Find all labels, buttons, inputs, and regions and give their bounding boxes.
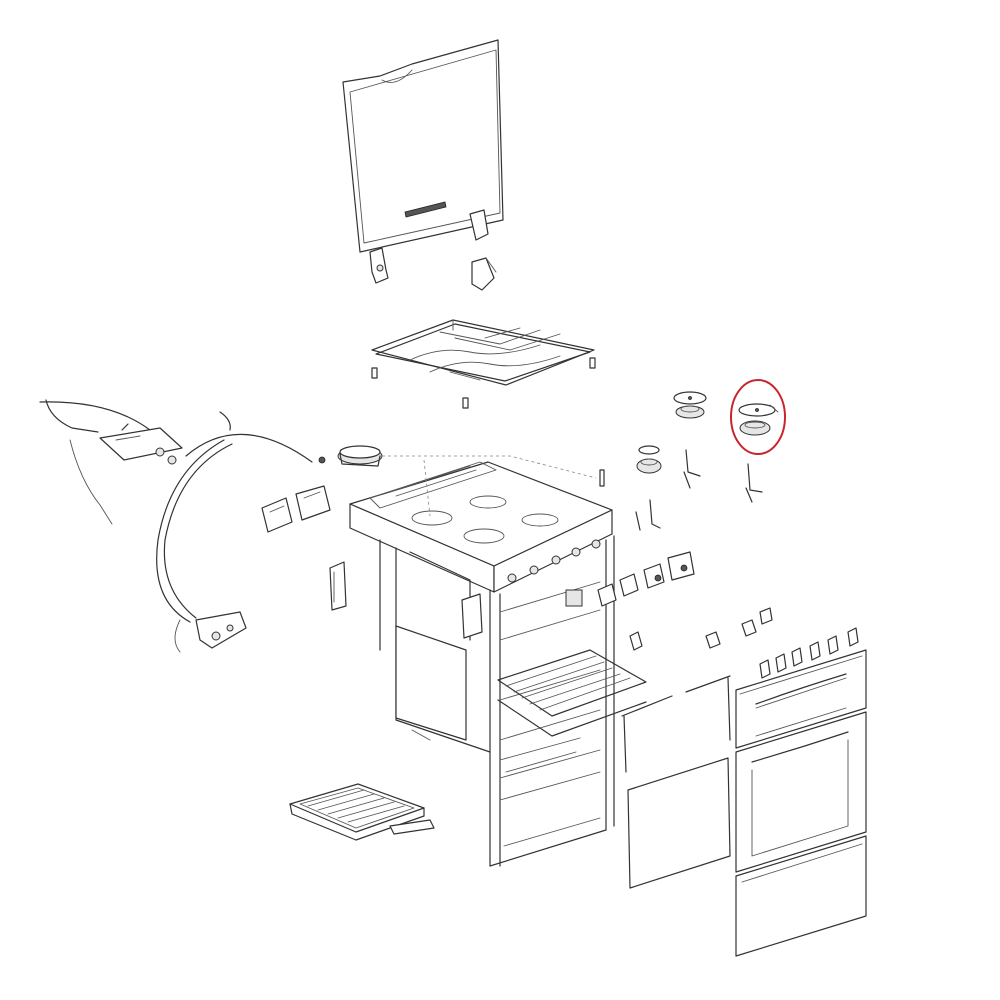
hob-top — [349, 455, 613, 593]
main-oven-door — [735, 711, 867, 873]
glass-lid — [342, 39, 504, 253]
control-knobs — [759, 627, 859, 679]
gas-hose — [156, 439, 247, 653]
pan-support-grid — [371, 319, 596, 409]
highlight-circle — [730, 379, 786, 455]
wok-burner-cap — [738, 403, 779, 436]
lid-hinge-left — [369, 247, 389, 284]
switch-blocks — [261, 485, 331, 533]
wiring-harness — [39, 399, 326, 525]
lid-hinge-right — [469, 209, 497, 291]
side-bracket — [329, 561, 347, 611]
burner-mid — [636, 445, 662, 474]
oven-shelf — [497, 649, 647, 737]
burner-top — [673, 391, 707, 419]
hotplate-element — [337, 445, 383, 467]
thermocouples — [599, 449, 763, 531]
door-glass-panels — [621, 675, 731, 889]
top-oven-door — [735, 649, 867, 749]
bottom-oven-door — [735, 835, 867, 957]
cooker-carcass — [379, 535, 615, 867]
grill-pan — [289, 783, 435, 841]
gas-taps — [597, 551, 773, 651]
